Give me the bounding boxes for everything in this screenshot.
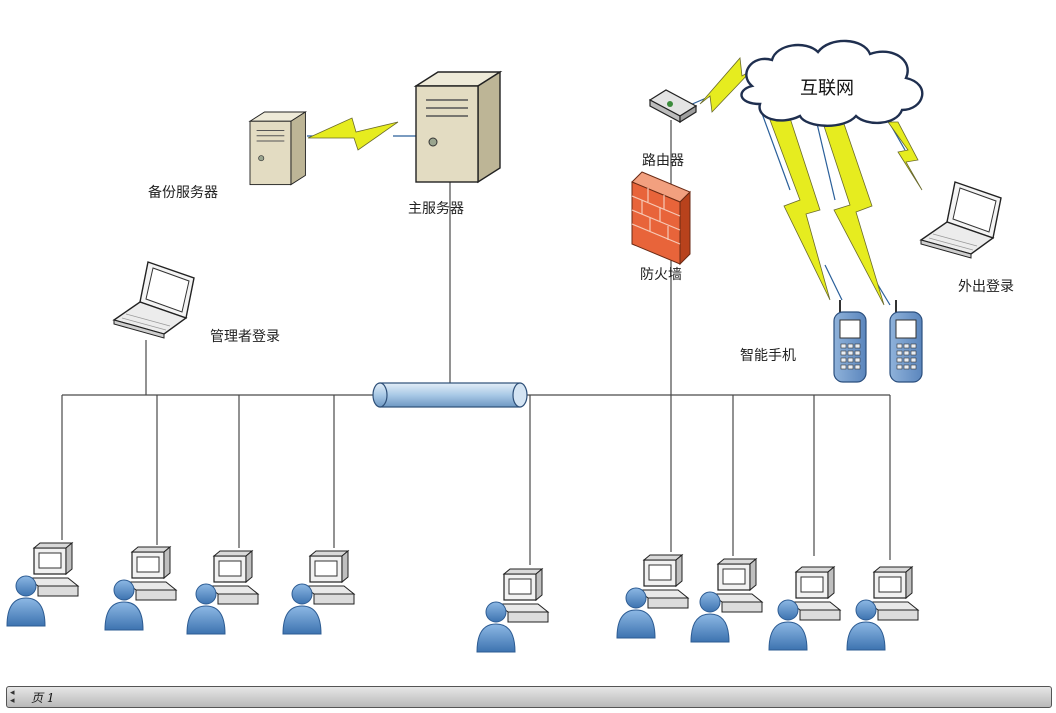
remote-login-label: 外出登录 bbox=[958, 279, 1014, 295]
workstation-icon bbox=[476, 568, 549, 653]
lightning-icon bbox=[307, 117, 399, 151]
workstation-icon bbox=[616, 554, 689, 639]
admin-login-label: 管理者登录 bbox=[210, 329, 280, 345]
workstation-icon bbox=[6, 542, 79, 627]
smartphone-icon bbox=[833, 299, 867, 383]
firewall-label: 防火墙 bbox=[640, 267, 682, 283]
lightning-icon bbox=[821, 117, 885, 306]
router-icon bbox=[648, 89, 698, 124]
smartphone-label: 智能手机 bbox=[740, 348, 796, 364]
remote-laptop-icon bbox=[920, 181, 1002, 259]
firewall-icon bbox=[631, 171, 691, 266]
network-backbone-pipe bbox=[372, 382, 528, 408]
lightning-icon bbox=[699, 57, 753, 113]
wireless-links bbox=[307, 57, 923, 306]
workstation-icon bbox=[768, 566, 841, 651]
router-label: 路由器 bbox=[642, 153, 684, 169]
lightning-icon bbox=[769, 117, 831, 301]
page-status-bar: ◂◂ 页 1 bbox=[6, 686, 1052, 708]
workstation-icon bbox=[186, 550, 259, 635]
backup-server-icon bbox=[249, 111, 306, 186]
internet-label: 互联网 bbox=[800, 78, 854, 99]
main-server-icon bbox=[415, 71, 501, 183]
smartphone-icon bbox=[889, 299, 923, 383]
workstation-icon bbox=[104, 546, 177, 631]
lightning-icon bbox=[887, 121, 923, 191]
backup-server-label: 备份服务器 bbox=[148, 185, 218, 201]
workstation-icon bbox=[690, 558, 763, 643]
internet-cloud-icon bbox=[740, 39, 924, 127]
main-server-label: 主服务器 bbox=[408, 201, 464, 217]
admin-laptop-icon bbox=[113, 261, 195, 339]
page-navigation-icon[interactable]: ◂◂ bbox=[10, 688, 15, 706]
workstation-icon bbox=[846, 566, 919, 651]
page-indicator: 页 1 bbox=[31, 691, 55, 705]
workstation-icon bbox=[282, 550, 355, 635]
